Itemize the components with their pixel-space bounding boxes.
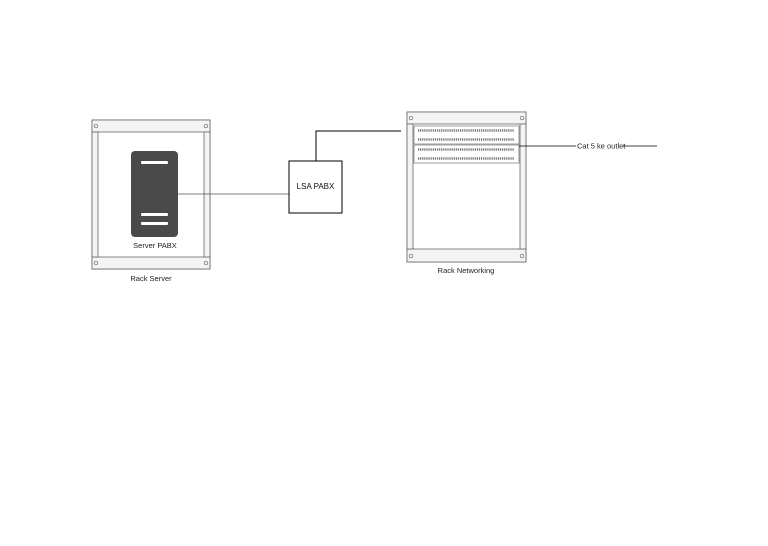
server-icon	[131, 151, 178, 237]
patch-panel-lower	[413, 144, 520, 164]
patch-panel-upper	[413, 125, 520, 145]
lsa-pabx-label: LSA PABX	[297, 182, 335, 191]
server-label: Server PABX	[133, 241, 177, 250]
lsa-pabx-box	[288, 160, 343, 214]
lsa-to-rack-connector	[315, 130, 401, 161]
rack-server	[91, 119, 211, 270]
outlet-label: Cat 5 ke outlet	[577, 142, 626, 151]
rack-server-label: Rack Server	[130, 274, 172, 283]
rack-networking-label: Rack Networking	[438, 266, 495, 275]
